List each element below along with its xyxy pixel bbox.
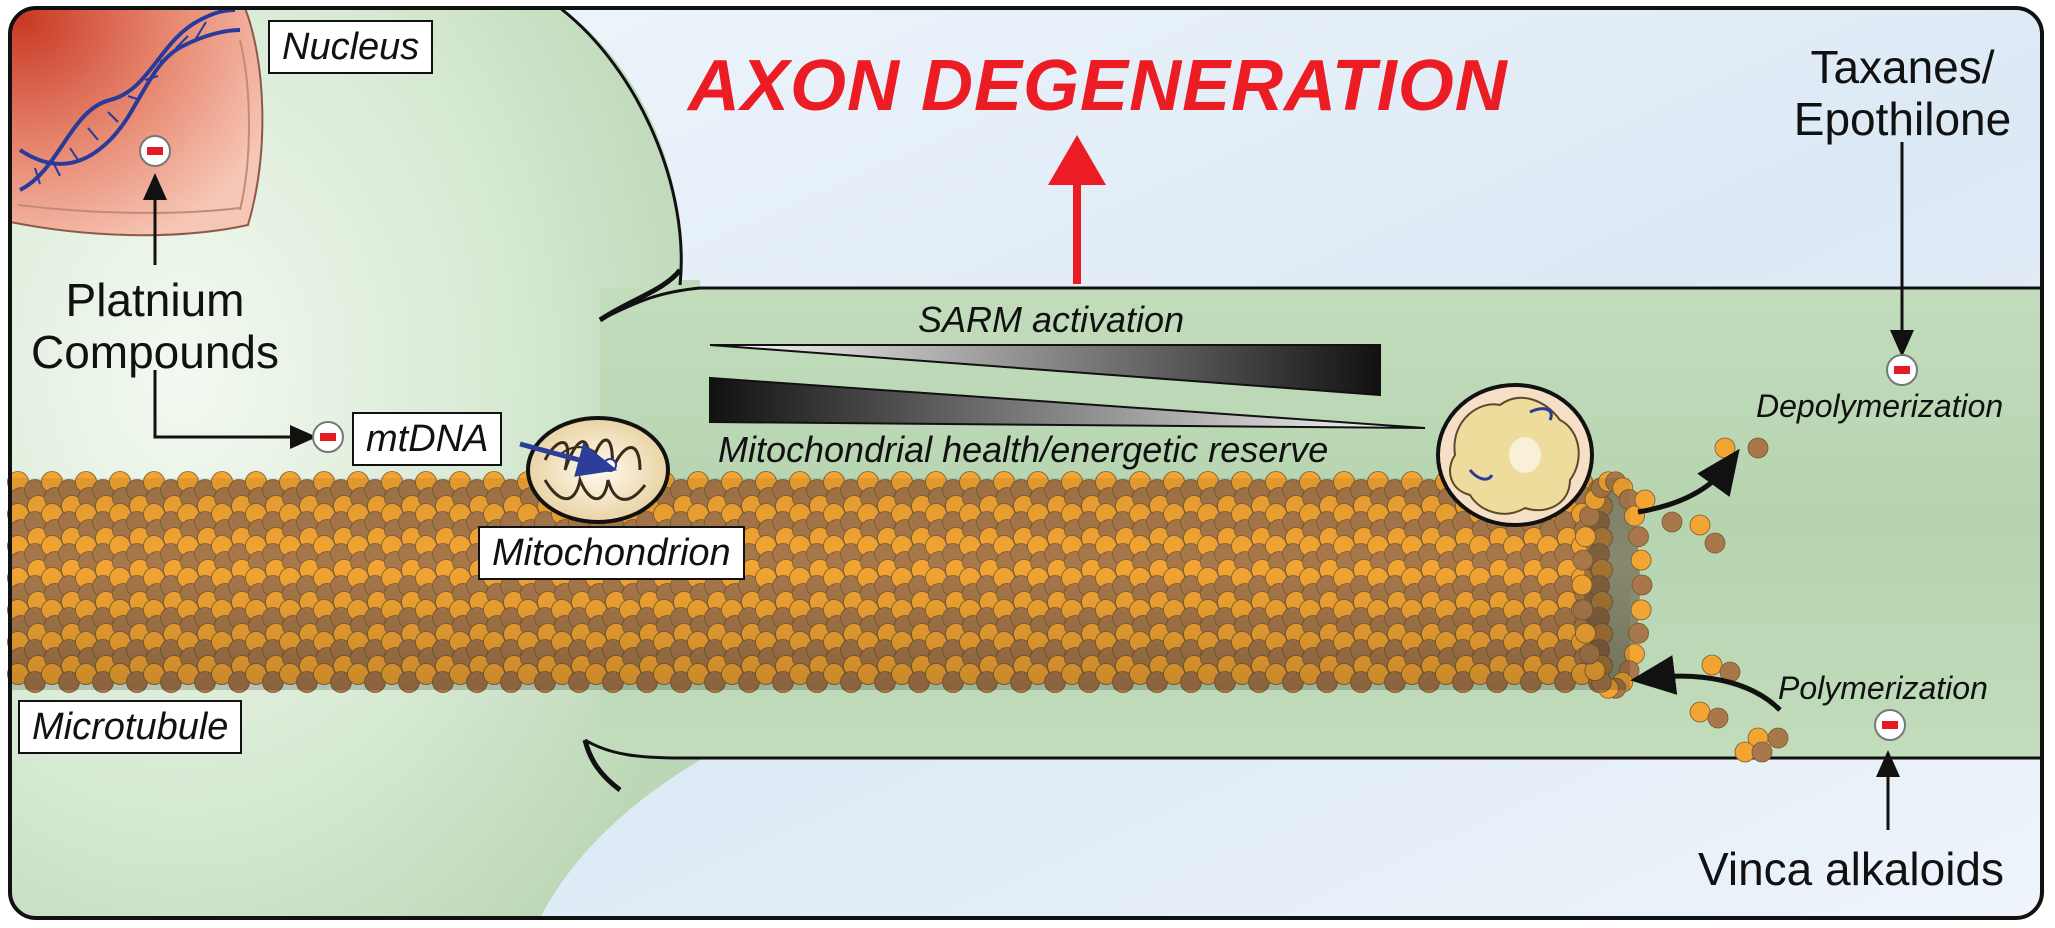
soma-neck-top <box>598 268 682 323</box>
mitochondrion-label: Mitochondrion <box>478 526 745 580</box>
platinum-compounds-label: Platnium Compounds <box>20 274 290 378</box>
depolymerization-arrow <box>1637 448 1740 515</box>
tubulin-subunit <box>1575 526 1596 548</box>
axon-membrane-bottom <box>584 738 2042 760</box>
free-tubulin-subunit <box>1767 727 1789 749</box>
tubulin-subunit <box>1628 622 1649 644</box>
nucleus-label: Nucleus <box>268 20 434 74</box>
polymerization-label: Polymerization <box>1778 670 1988 706</box>
free-tubulin-subunit <box>1714 437 1736 459</box>
taxanes-label: Taxanes/ Epothilone <box>1765 41 2040 145</box>
free-tubulin-subunit <box>1707 707 1729 729</box>
depolymerization-label: Depolymerization <box>1756 388 2004 424</box>
polymerization-arrow <box>1630 655 1782 712</box>
microtubule <box>7 471 1653 699</box>
tubulin-subunit <box>1628 526 1649 548</box>
sarm-activation-label: SARM activation <box>918 299 1185 340</box>
free-tubulin-subunit <box>1751 741 1773 763</box>
tubulin-subunit <box>1572 599 1594 621</box>
free-tubulin-subunit <box>1689 514 1711 536</box>
tubulin-subunit <box>1631 574 1653 596</box>
free-tubulin-subunit <box>1747 437 1769 459</box>
tubulin-subunit <box>1630 599 1652 621</box>
figure-frame <box>8 6 2044 920</box>
minus-badge-icon <box>1874 709 1906 741</box>
mtdna-label: mtDNA <box>352 412 503 466</box>
vinca-alkaloids-label: Vinca alkaloids <box>1698 843 2005 895</box>
damaged-mitochondrion-icon <box>1436 383 1594 527</box>
minus-badge-icon <box>139 135 171 167</box>
taxanes-line-2: Epothilone <box>1793 92 2012 145</box>
platinum-to-mtdna-arrow <box>153 370 317 449</box>
tubulin-subunit <box>1572 549 1594 571</box>
platinum-line-2: Compounds <box>30 325 280 378</box>
free-tubulin-subunit <box>1704 532 1726 554</box>
free-tubulin-subunit <box>1689 701 1711 723</box>
free-tubulin-subunit <box>1701 654 1723 676</box>
nucleus <box>10 8 264 237</box>
sarm-activation-wedge <box>709 344 1381 397</box>
tubulin-subunit <box>1579 643 1600 665</box>
soma-neck-bottom <box>582 739 622 792</box>
dna-helix-icon <box>18 8 241 192</box>
degeneration-arrow <box>1048 135 1106 284</box>
tubulin-subunit <box>1575 622 1596 644</box>
mitochondrial-health-wedge <box>709 376 1426 429</box>
minus-badge-icon <box>312 421 344 453</box>
taxanes-line-1: Taxanes/ <box>1810 41 1995 93</box>
minus-badge-icon <box>1886 354 1918 386</box>
platinum-line-1: Platnium <box>65 274 245 326</box>
figure-title: AXON DEGENERATION <box>688 46 1508 126</box>
mtdna-pointer-arrow <box>519 441 618 477</box>
free-tubulin-subunit <box>1661 511 1683 533</box>
tubulin-subunit <box>1630 549 1652 571</box>
mitochondrion-icon <box>526 416 670 524</box>
mito-health-label: Mitochondrial health/energetic reserve <box>718 429 1329 470</box>
microtubule-label: Microtubule <box>18 700 243 754</box>
soma-edge-top <box>559 8 683 286</box>
tubulin-subunit <box>1571 574 1593 596</box>
